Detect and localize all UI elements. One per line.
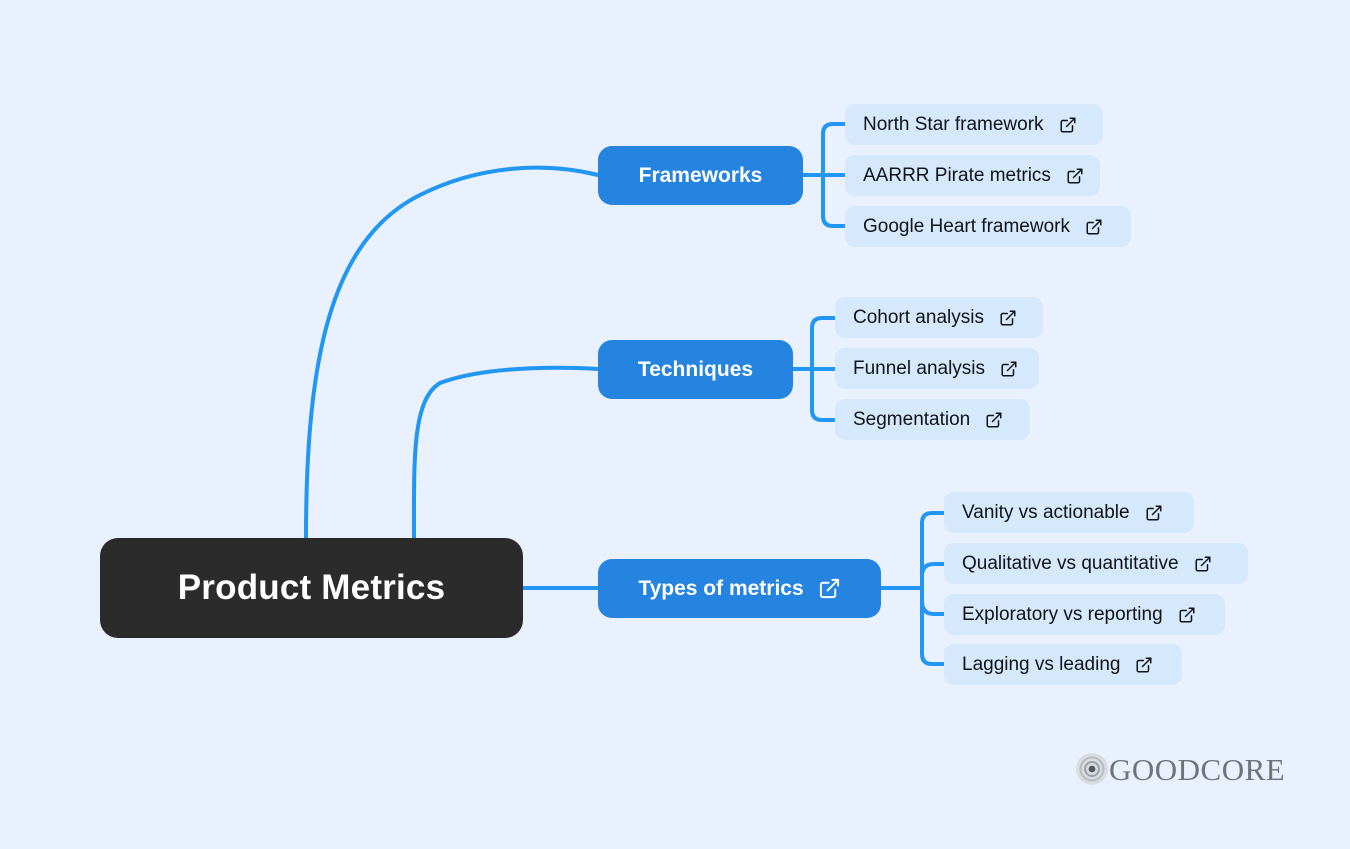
leaf-node-label: Lagging vs leading (962, 653, 1121, 675)
leaf-node-label: Funnel analysis (853, 357, 986, 379)
leaf-node-vanity-vs-actionable[interactable]: Vanity vs actionable (944, 492, 1194, 533)
leaf-node-exploratory-vs-reporting[interactable]: Exploratory vs reporting (944, 594, 1225, 635)
goodcore-logo: GOODCORE (1075, 752, 1285, 786)
connector-frameworks-bracket (821, 122, 847, 228)
root-node-product-metrics[interactable]: Product Metrics (100, 538, 523, 638)
external-link-icon[interactable] (818, 577, 841, 600)
leaf-node-label: North Star framework (863, 113, 1044, 135)
leaf-node-label: Vanity vs actionable (962, 501, 1130, 523)
external-link-icon[interactable] (1194, 555, 1212, 573)
leaf-node-cohort-analysis[interactable]: Cohort analysis (835, 297, 1043, 338)
leaf-node-segmentation[interactable]: Segmentation (835, 399, 1030, 440)
external-link-icon[interactable] (1135, 656, 1153, 674)
leaf-node-north-star-framework[interactable]: North Star framework (845, 104, 1103, 145)
external-link-icon[interactable] (1178, 606, 1196, 624)
leaf-node-label: Google Heart framework (863, 215, 1070, 237)
leaf-node-funnel-analysis[interactable]: Funnel analysis (835, 348, 1039, 389)
connector-root-to-frameworks (304, 165, 600, 540)
root-node-label: Product Metrics (177, 568, 446, 607)
leaf-node-label: Segmentation (853, 408, 971, 430)
external-link-icon[interactable] (1059, 116, 1077, 134)
external-link-icon[interactable] (1085, 218, 1103, 236)
branch-node-techniques[interactable]: Techniques (598, 340, 793, 399)
goodcore-wordmark: GOODCORE (1109, 751, 1286, 787)
leaf-node-qualitative-vs-quantitative[interactable]: Qualitative vs quantitative (944, 543, 1248, 584)
branch-node-label: Frameworks (638, 163, 763, 187)
connector-types-child-2 (920, 562, 946, 578)
leaf-node-google-heart-framework[interactable]: Google Heart framework (845, 206, 1131, 247)
external-link-icon[interactable] (1066, 167, 1084, 185)
connector-root-to-techniques (411, 365, 600, 540)
branch-node-label: Techniques (637, 357, 754, 381)
leaf-node-label: AARRR Pirate metrics (863, 164, 1051, 186)
external-link-icon[interactable] (985, 411, 1003, 429)
leaf-node-label: Cohort analysis (853, 306, 984, 328)
branch-node-types-of-metrics[interactable]: Types of metrics (598, 559, 881, 618)
leaf-node-label: Qualitative vs quantitative (962, 552, 1179, 574)
branch-node-label: Types of metrics (638, 576, 804, 600)
external-link-icon[interactable] (1000, 360, 1018, 378)
connector-types-bracket (920, 511, 946, 666)
leaf-node-lagging-vs-leading[interactable]: Lagging vs leading (944, 644, 1182, 685)
branch-node-frameworks[interactable]: Frameworks (598, 146, 803, 205)
leaf-node-aarrr-pirate-metrics[interactable]: AARRR Pirate metrics (845, 155, 1100, 196)
leaf-node-label: Exploratory vs reporting (962, 603, 1163, 625)
external-link-icon[interactable] (999, 309, 1017, 327)
external-link-icon[interactable] (1145, 504, 1163, 522)
connector-types-child-3 (920, 599, 946, 616)
connector-techniques-bracket (810, 316, 837, 422)
goodcore-circle-mark (1075, 752, 1109, 786)
